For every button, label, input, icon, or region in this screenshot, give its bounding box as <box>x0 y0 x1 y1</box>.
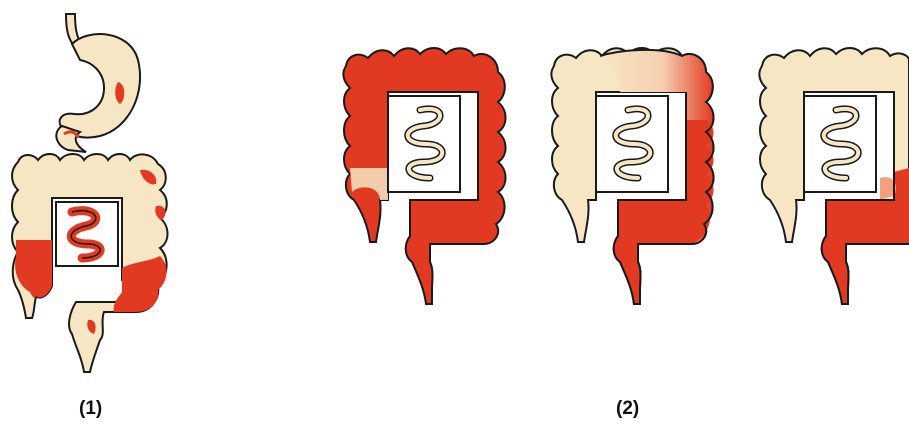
panel-label-1: (1) <box>79 398 102 420</box>
panel-2-left-sided-colitis <box>551 48 713 304</box>
panel-2-pancolitis <box>343 48 505 304</box>
panel-label-2: (2) <box>616 398 639 420</box>
panel-1-full-tract <box>12 14 168 372</box>
panel-2-proctosigmoiditis <box>759 48 909 304</box>
stomach <box>60 34 140 137</box>
